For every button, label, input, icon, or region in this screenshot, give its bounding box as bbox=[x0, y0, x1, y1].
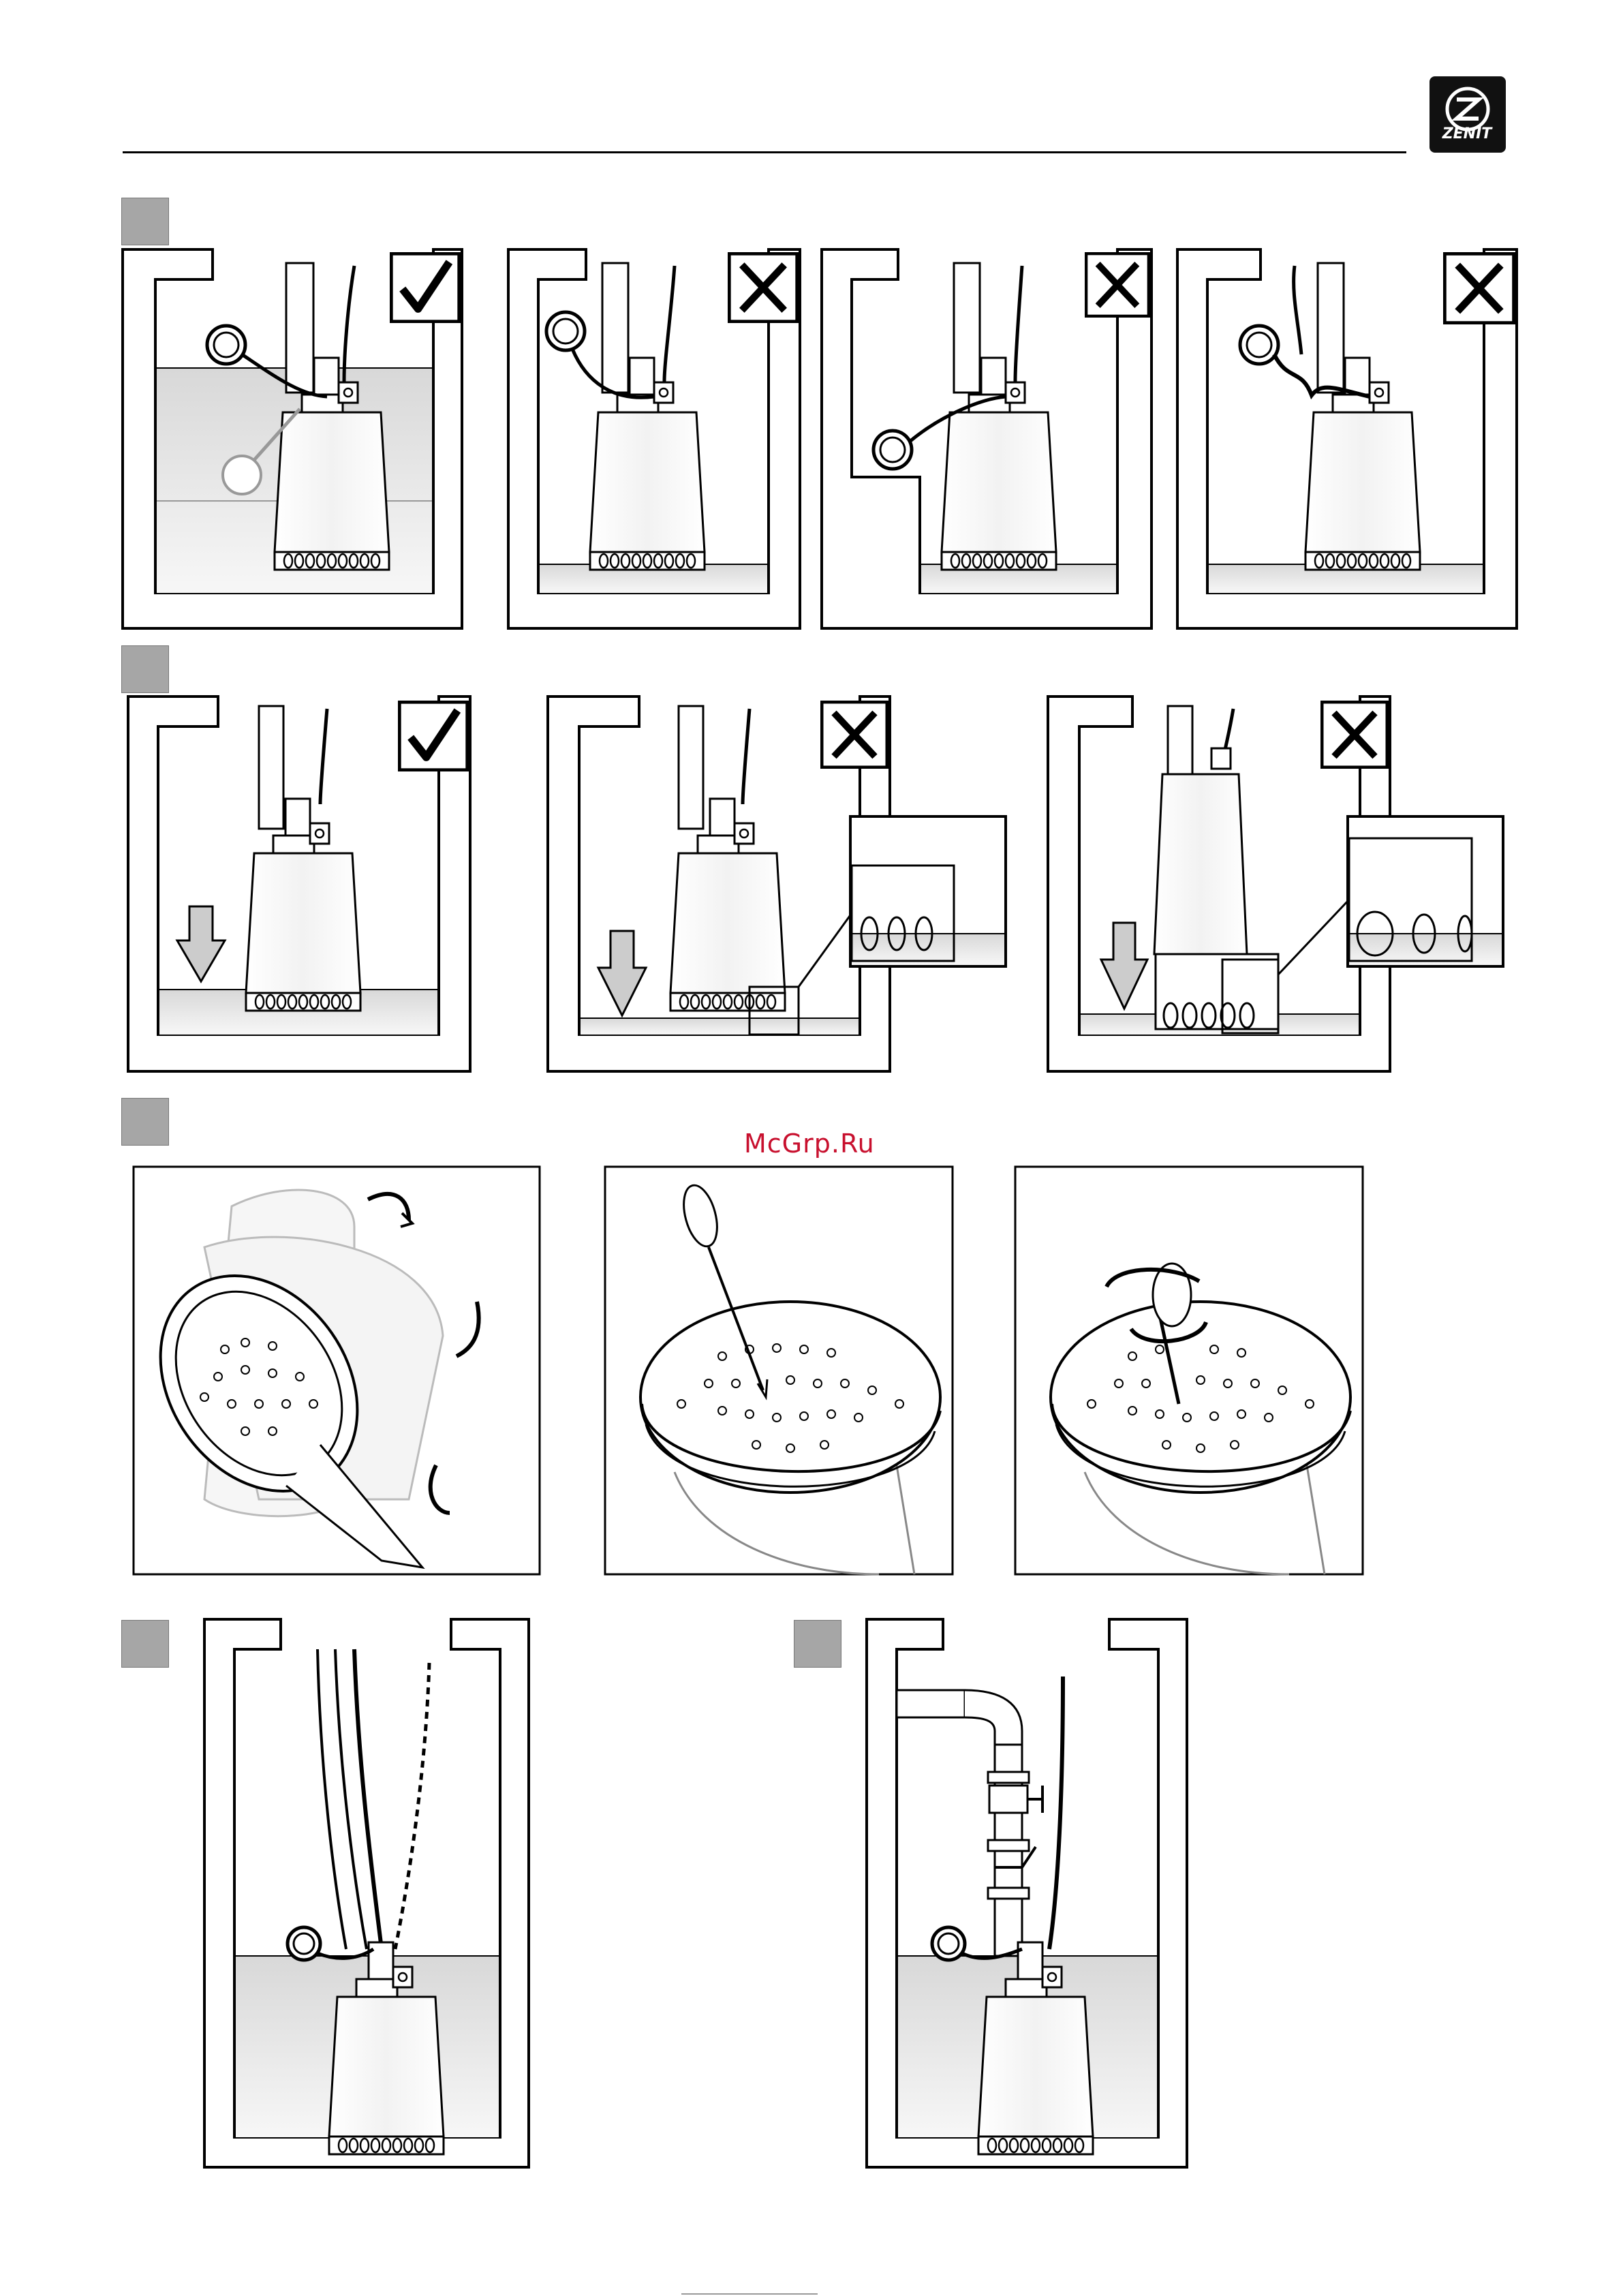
figure-4b bbox=[867, 1619, 1187, 2167]
cross-mark-icon bbox=[1086, 254, 1149, 316]
check-mark-icon bbox=[391, 254, 459, 322]
figure-2c bbox=[1048, 697, 1503, 1071]
figure-3b bbox=[605, 1167, 953, 1574]
check-mark-icon bbox=[399, 702, 467, 770]
cross-mark-icon bbox=[822, 702, 887, 767]
cross-mark-icon bbox=[1444, 254, 1514, 323]
figure-3c bbox=[1015, 1167, 1363, 1574]
cross-mark-icon bbox=[1322, 702, 1387, 767]
figure-2b bbox=[548, 697, 1006, 1071]
figure-4a bbox=[204, 1619, 529, 2167]
figure-3a bbox=[120, 1167, 540, 1574]
cross-mark-icon bbox=[729, 254, 797, 322]
